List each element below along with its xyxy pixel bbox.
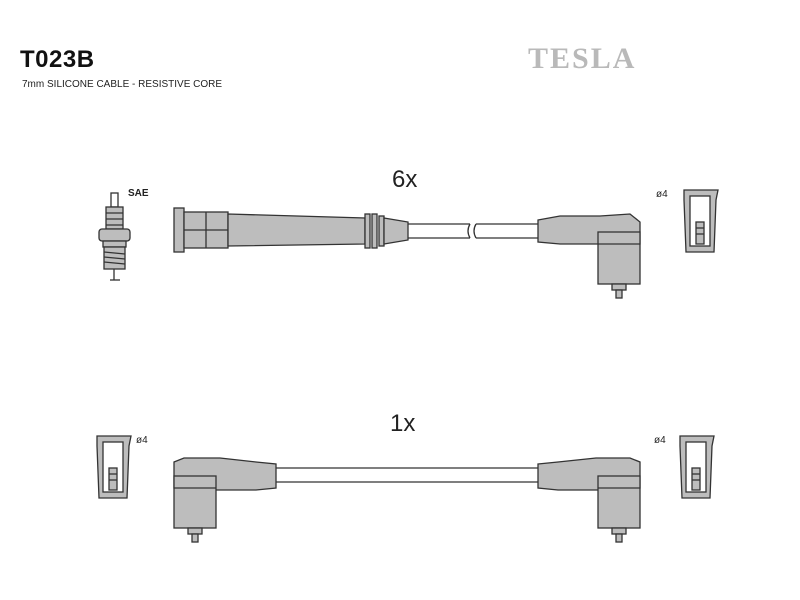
bottom-right-angled-boot	[537, 457, 641, 543]
top-set-quantity: 6x	[392, 166, 418, 193]
bottom-left-terminal-label: ø4	[136, 435, 148, 446]
spark-plug-icon	[98, 192, 131, 281]
bottom-left-angled-boot	[173, 457, 277, 543]
part-number: T023B	[20, 46, 95, 73]
top-right-terminal-label: ø4	[656, 189, 668, 200]
angled-coil-boot	[537, 213, 641, 299]
bottom-left-terminal-icon	[96, 435, 132, 499]
cable-description: 7mm SILICONE CABLE - RESISTIVE CORE	[22, 79, 223, 90]
straight-plug-boot	[173, 207, 409, 253]
bottom-right-terminal-icon	[679, 435, 715, 499]
brand-logo: TESLA	[528, 42, 637, 75]
top-cable	[408, 223, 538, 239]
bottom-cable	[276, 467, 538, 483]
top-right-terminal-icon	[683, 189, 719, 253]
spark-plug-label: SAE	[128, 188, 149, 199]
bottom-right-terminal-label: ø4	[654, 435, 666, 446]
bottom-set-quantity: 1x	[390, 410, 416, 437]
